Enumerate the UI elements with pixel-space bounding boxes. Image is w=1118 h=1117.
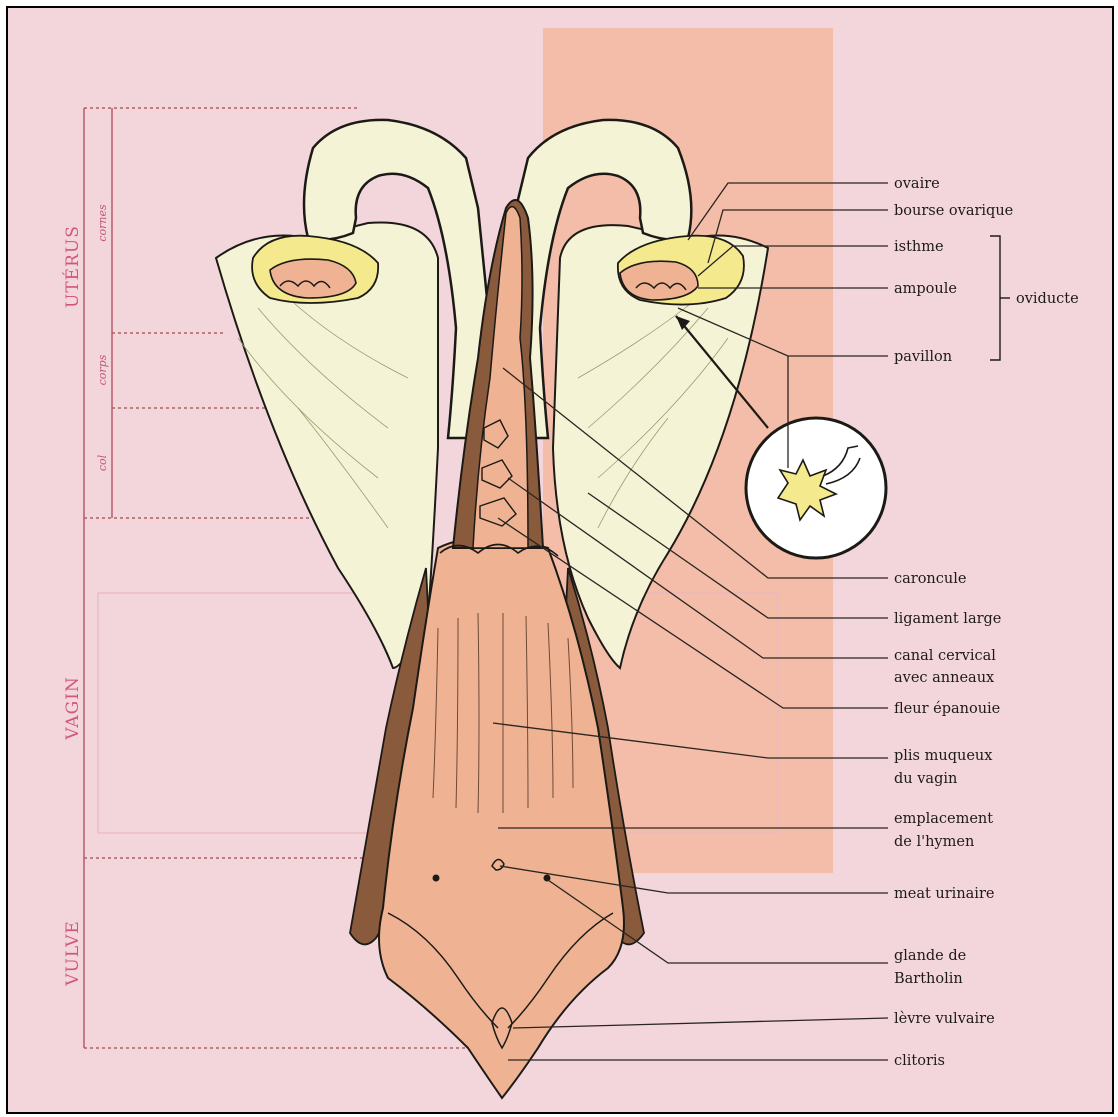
label-pavillon: pavillon <box>894 349 952 365</box>
label-bourse-ovarique: bourse ovarique <box>894 203 1013 219</box>
region-vagin: VAGIN <box>63 676 83 741</box>
label-ampoule: ampoule <box>894 281 957 297</box>
label-glande-2: Bartholin <box>894 971 963 987</box>
label-fleur-epanouie: fleur épanouie <box>894 701 1000 717</box>
label-glande-1: glande de <box>894 948 966 964</box>
label-canal-cervical-1: canal cervical <box>894 648 996 664</box>
region-cornes: cornes <box>96 204 109 242</box>
label-ligament-large: ligament large <box>894 611 1001 627</box>
label-caroncule: caroncule <box>894 571 966 587</box>
bartholin-left <box>433 875 440 882</box>
region-corps: corps <box>96 354 109 385</box>
diagram-frame: UTÉRUS cornes corps col VAGIN VULVE <box>6 6 1114 1114</box>
oviducte-bracket <box>990 236 1010 360</box>
label-plis-2: du vagin <box>894 771 957 787</box>
label-hymen-2: de l'hymen <box>894 834 974 850</box>
label-canal-cervical-2: avec anneaux <box>894 670 994 686</box>
label-meat: meat urinaire <box>894 886 994 902</box>
region-col: col <box>96 454 109 471</box>
region-vulve: VULVE <box>63 920 83 987</box>
label-clitoris: clitoris <box>894 1053 945 1069</box>
label-plis-1: plis muqueux <box>894 748 992 764</box>
label-levre: lèvre vulvaire <box>894 1011 995 1027</box>
anatomy-diagram: UTÉRUS cornes corps col VAGIN VULVE <box>8 8 1112 1112</box>
label-isthme: isthme <box>894 239 944 255</box>
label-oviducte: oviducte <box>1016 291 1079 307</box>
label-ovaire: ovaire <box>894 176 940 192</box>
label-hymen-1: emplacement <box>894 811 993 827</box>
region-uterus: UTÉRUS <box>62 225 83 308</box>
